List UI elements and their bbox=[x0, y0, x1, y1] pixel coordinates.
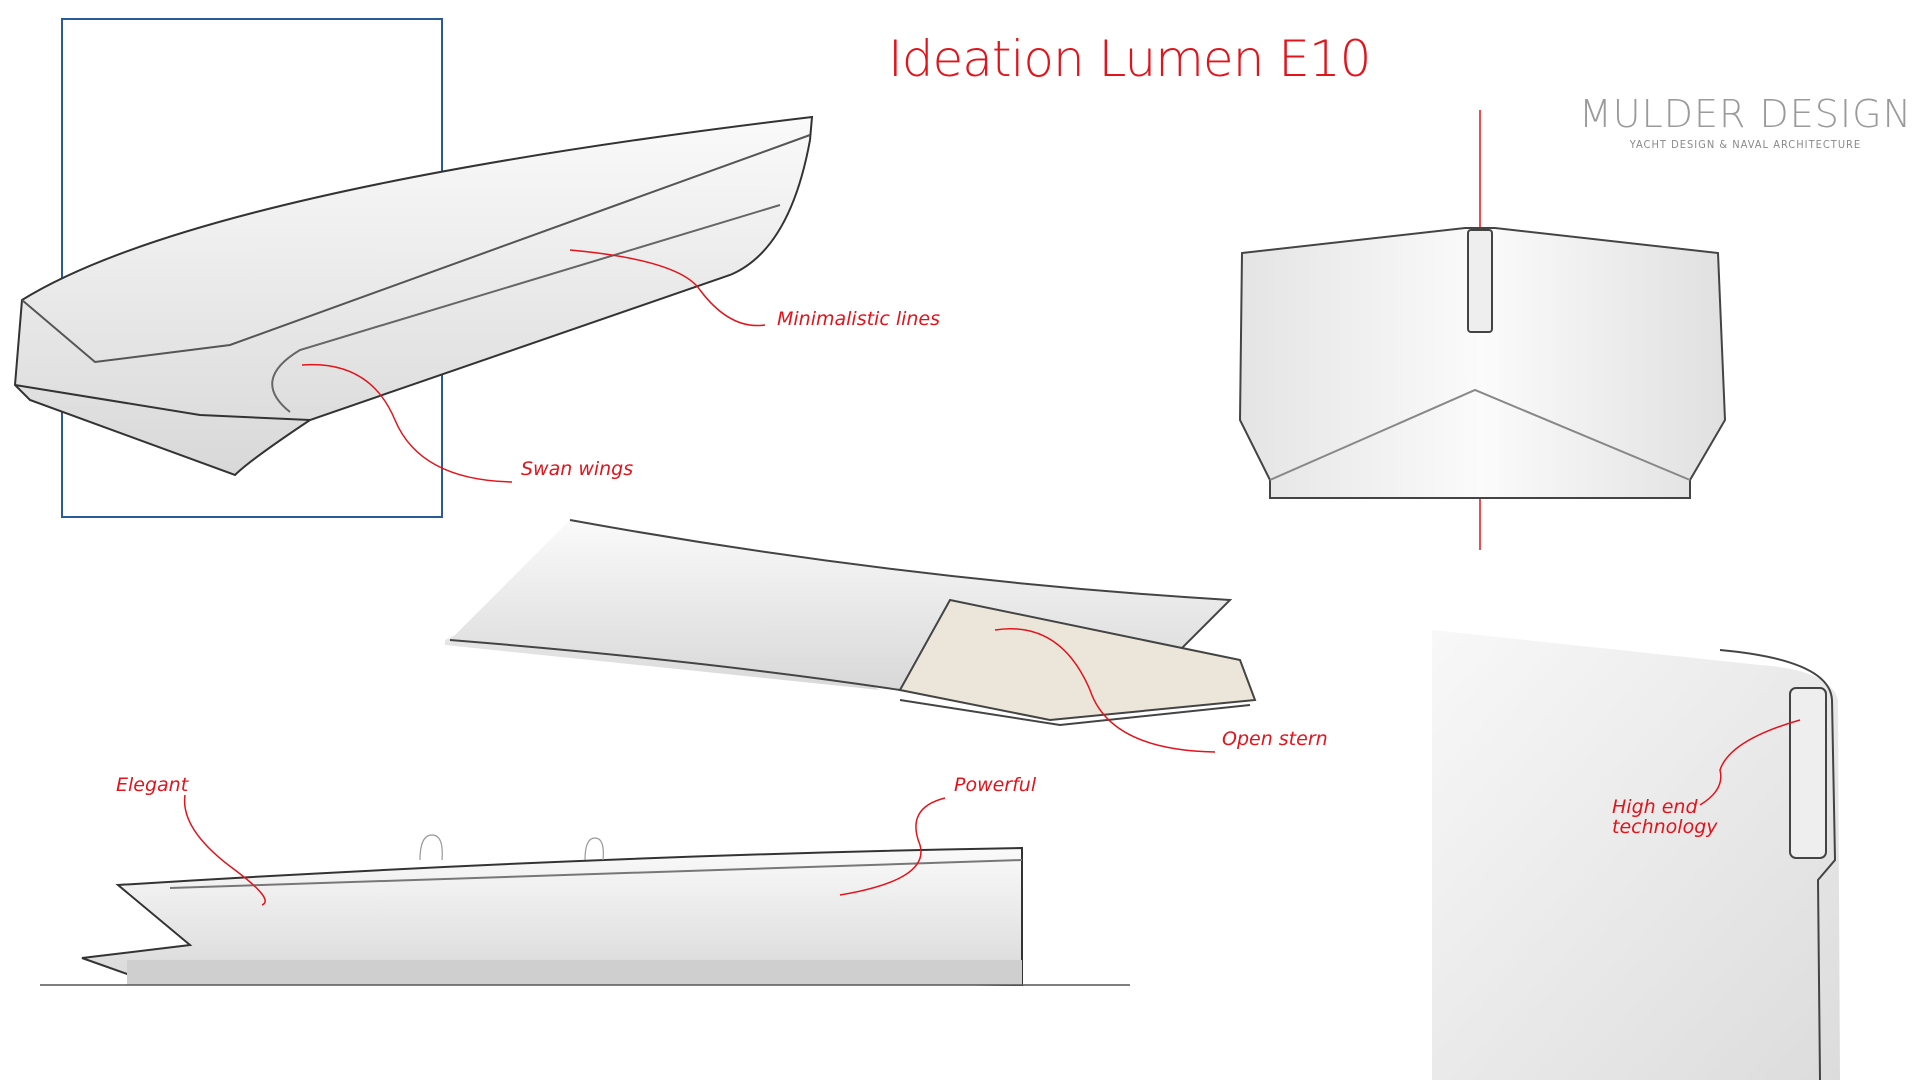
annotation-leaders bbox=[183, 249, 1801, 906]
mulder-design-logo: MULDER DESIGN YACHT DESIGN & NAVAL ARCHI… bbox=[1578, 30, 1913, 151]
label-swan-wings: Swan wings bbox=[521, 458, 634, 480]
logo-tagline: YACHT DESIGN & NAVAL ARCHITECTURE bbox=[1629, 138, 1862, 151]
boat-front-sketch bbox=[1238, 110, 1727, 550]
label-high-end-technology: High end technology bbox=[1612, 796, 1718, 838]
label-minimalistic-lines: Minimalistic lines bbox=[777, 308, 941, 330]
boat-detail-sketch bbox=[1432, 630, 1840, 1080]
label-elegant: Elegant bbox=[116, 774, 189, 796]
boat-side-sketch bbox=[40, 834, 1130, 987]
logo-name: MULDER DESIGN bbox=[1579, 92, 1912, 136]
label-open-stern: Open stern bbox=[1222, 728, 1328, 750]
page-title: Ideation Lumen E10 bbox=[888, 30, 1371, 88]
boat-perspective-sketch bbox=[13, 115, 814, 477]
label-powerful: Powerful bbox=[954, 774, 1037, 796]
boat-stern-sketch bbox=[445, 519, 1257, 727]
